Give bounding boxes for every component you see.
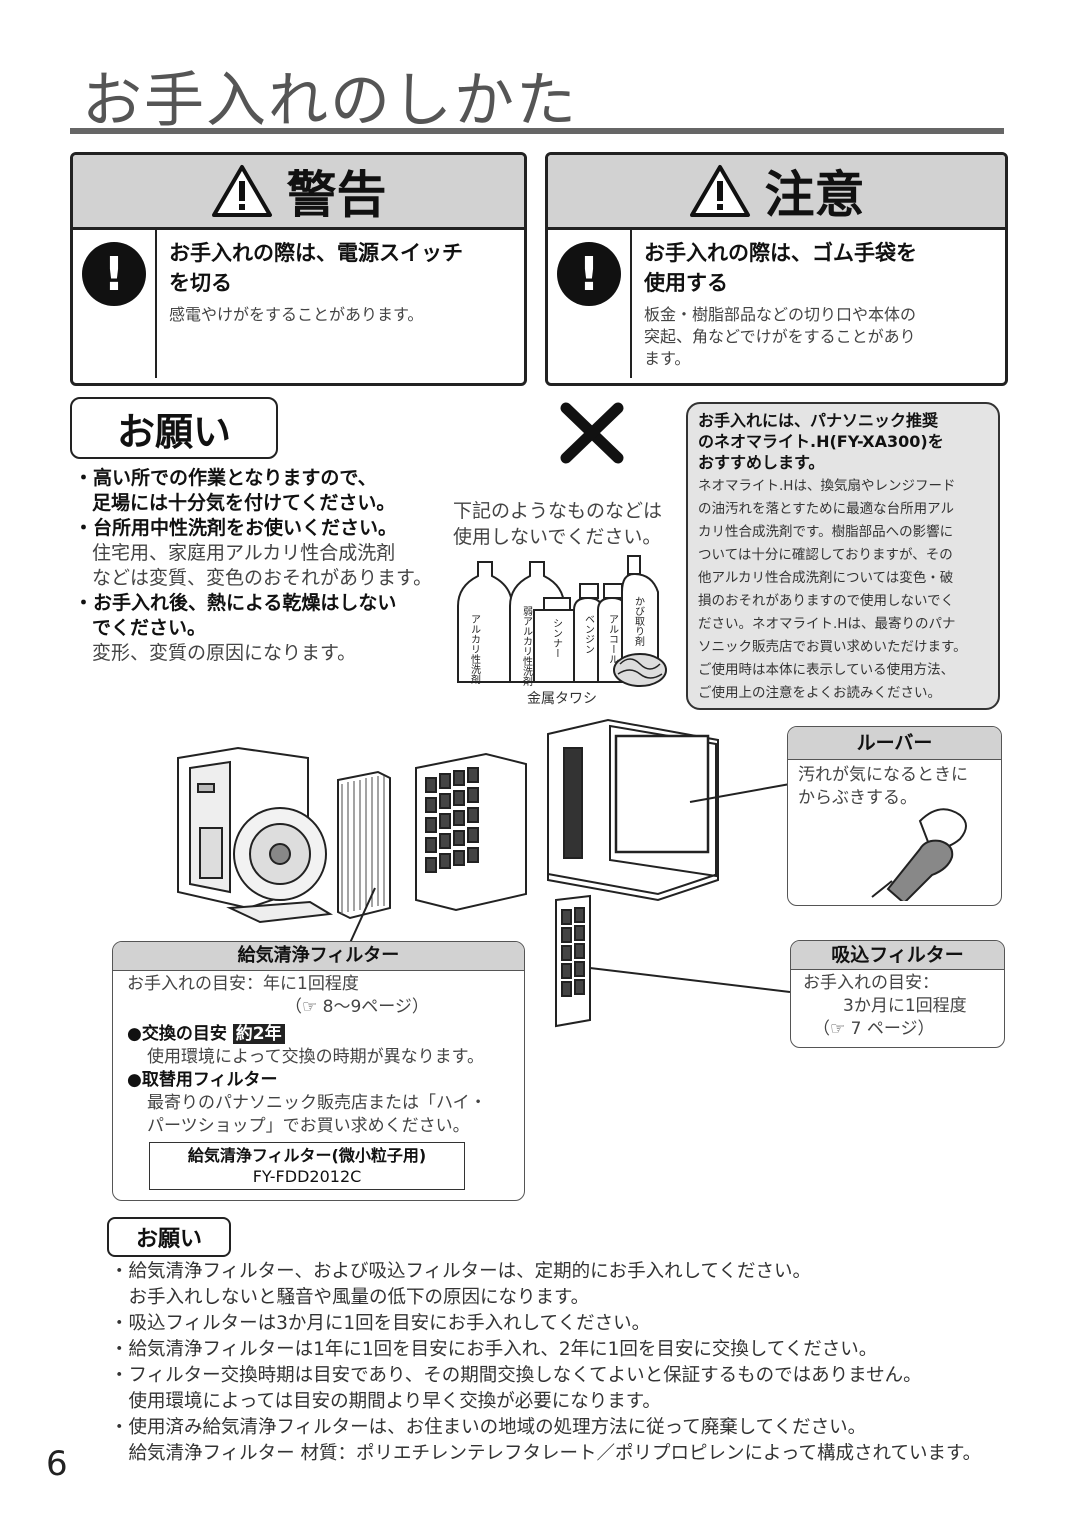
bottle-label-3: シンナー bbox=[551, 618, 562, 658]
request2-line-4: ・給気清浄フィルターは1年に1回を目安にお手入れ、2年に1回を目安に交換してくだ… bbox=[110, 1339, 878, 1360]
warning-header: 警告 bbox=[73, 155, 524, 230]
replace-value-badge: 約2年 bbox=[232, 1024, 285, 1044]
louver-callout: ルーバー 汚れが気になるときに からぶきする。 bbox=[787, 726, 1002, 906]
request-item-3-line3: 変形、変質の原因になります。 bbox=[92, 642, 357, 664]
bottle-label-6: かび取り剤 bbox=[633, 596, 645, 647]
request2-line-1: ・給気清浄フィルター、および吸込フィルターは、定期的にお手入れしてください。 bbox=[110, 1261, 811, 1282]
caution-heading-2: 使用する bbox=[644, 271, 728, 295]
caution-body-1: 板金・樹脂部品などの切り口や本体の bbox=[644, 305, 917, 324]
part-number: FY-FDD2012C bbox=[252, 1167, 362, 1186]
intake-guide-2: 3か月に1回程度 bbox=[843, 996, 967, 1016]
louver-title: ルーバー bbox=[788, 727, 1001, 760]
bottle-label-2: 弱アルカリ性洗剤 bbox=[521, 606, 533, 687]
request-item-2-line2: 住宅用、家庭用アルカリ性合成洗剤 bbox=[92, 542, 396, 564]
warning-triangle-icon bbox=[689, 165, 750, 217]
mandatory-icon: ! bbox=[557, 242, 621, 306]
warning-heading-1: お手入れの際は、電源スイッチ bbox=[169, 241, 463, 265]
warning-box: 警告 ! お手入れの際は、電源スイッチ を切る 感電やけがをすることがあります。 bbox=[70, 152, 527, 386]
intake-guide-3: （☞ 7 ページ） bbox=[813, 1019, 935, 1039]
request2-line-7: ・使用済み給気清浄フィルターは、お住まいの地域の処理方法に従って廃棄してください… bbox=[110, 1417, 867, 1438]
spare-text-1: 最寄りのパナソニック販売店または「ハイ・ bbox=[147, 1093, 487, 1113]
supply-guide-ref: （☞ 8〜9ページ） bbox=[285, 997, 429, 1017]
recommend-heading-2: のネオマライト.H(FY-XA300)を bbox=[698, 432, 944, 451]
recommend-body-3: カリ性合成洗剤です。樹脂部品への影響に bbox=[698, 524, 954, 540]
supply-guide: お手入れの目安：年に1回程度 bbox=[127, 974, 359, 994]
request-list: ・高い所での作業となりますので、 足場には十分気を付けてください。 ・台所用中性… bbox=[74, 466, 454, 666]
spare-text-2: パーツショップ」でお買い求めください。 bbox=[147, 1116, 470, 1136]
request2-line-5: ・フィルター交換時期は目安であり、その期間交換しなくてよいと保証するものではあり… bbox=[110, 1365, 922, 1386]
request2-line-8: 給気清浄フィルター 材質：ポリエチレンテレフタレート／ポリプロピレンによって構成… bbox=[110, 1443, 982, 1464]
caution-heading-1: お手入れの際は、ゴム手袋を bbox=[644, 241, 917, 265]
recommend-body-6: 損のおそれがありますので使用しないでく bbox=[698, 593, 955, 609]
recommend-heading-1: お手入れには、パナソニック推奨 bbox=[698, 411, 939, 430]
warning-body: 感電やけがをすることがあります。 bbox=[169, 305, 424, 324]
intake-filter-callout: 吸込フィルター お手入れの目安： 3か月に1回程度 （☞ 7 ページ） bbox=[790, 940, 1005, 1048]
recommend-body-8: ソニック販売店でお買い求めいただけます。 bbox=[698, 639, 967, 655]
request-label: お願い bbox=[70, 397, 278, 459]
caution-body-2: 突起、角などでけがをすることがあり bbox=[644, 327, 916, 346]
supply-filter-callout: 給気清浄フィルター お手入れの目安：年に1回程度 （☞ 8〜9ページ） ●交換の… bbox=[112, 941, 525, 1201]
recommend-body-2: の油汚れを落とすために最適な台所用アル bbox=[698, 501, 954, 517]
louver-text-2: からぶきする。 bbox=[798, 788, 917, 808]
request2-label: お願い bbox=[107, 1217, 231, 1257]
title-rule bbox=[70, 128, 1004, 134]
recommend-body-10: ご使用上の注意をよくお読みください。 bbox=[698, 685, 941, 701]
caution-body-3: ます。 bbox=[644, 349, 691, 368]
spare-label: ●取替用フィルター bbox=[127, 1070, 278, 1090]
warning-label: 警告 bbox=[286, 166, 387, 224]
request-item-3-line1: ・お手入れ後、熱による乾燥はしない bbox=[74, 592, 397, 614]
bottle-label-4: ベンジン bbox=[583, 614, 595, 654]
part-number-box: 給気清浄フィルター(微小粒子用) FY-FDD2012C bbox=[149, 1142, 465, 1190]
recommend-body-9: ご使用時は本体に表示している使用方法、 bbox=[698, 662, 955, 678]
recommend-body-4: ついては十分に確認しておりますが、その bbox=[698, 547, 953, 563]
scrubber-label: 金属タワシ bbox=[527, 691, 597, 707]
intake-filter-title: 吸込フィルター bbox=[791, 941, 1004, 970]
recommend-body-5: 他アルカリ性合成洗剤については変色・破 bbox=[698, 570, 954, 586]
intake-guide-1: お手入れの目安： bbox=[803, 973, 939, 993]
bottle-label-1: アルカリ性洗剤 bbox=[469, 614, 481, 685]
bottle-label-5: アルコール bbox=[607, 614, 619, 664]
request-item-1-line1: ・高い所での作業となりますので、 bbox=[74, 467, 377, 489]
prohibited-text-1: 下記のようなものなどは bbox=[453, 500, 663, 522]
page-title: お手入れのしかた bbox=[82, 66, 578, 136]
recommend-body-7: ださい。ネオマライト.Hは、最寄りのパナ bbox=[698, 616, 956, 632]
mandatory-icon: ! bbox=[82, 242, 146, 306]
request-item-2-line1: ・台所用中性洗剤をお使いください。 bbox=[74, 517, 398, 539]
caution-header: 注意 bbox=[548, 155, 1005, 230]
louver-text-1: 汚れが気になるときに bbox=[798, 765, 968, 785]
prohibited-x-icon bbox=[560, 402, 624, 464]
prohibited-cleaners-illustration: アルカリ性洗剤 弱アルカリ性洗剤 シンナー ベンジン アルコール かび取り剤 bbox=[457, 555, 667, 687]
supply-filter-title: 給気清浄フィルター bbox=[113, 942, 524, 971]
prohibited-text-2: 使用しないでください。 bbox=[453, 526, 662, 548]
ventilator-exploded-illustration bbox=[177, 718, 791, 1028]
replace-note: 使用環境によって交換の時期が異なります。 bbox=[147, 1047, 484, 1067]
warning-triangle-icon bbox=[211, 165, 272, 217]
request-item-3-line2: でください。 bbox=[92, 617, 207, 639]
page-number: 6 bbox=[46, 1444, 68, 1484]
request2-list: ・給気清浄フィルター、および吸込フィルターは、定期的にお手入れしてください。 お… bbox=[110, 1259, 981, 1467]
request-item-1-line2: 足場には十分気を付けてください。 bbox=[92, 492, 396, 514]
recommend-box: お手入れには、パナソニック推奨 のネオマライト.H(FY-XA300)を おすす… bbox=[686, 402, 1000, 710]
caution-label: 注意 bbox=[764, 166, 865, 224]
request2-line-6: 使用環境によっては目安の期間より早く交換が必要になります。 bbox=[110, 1391, 661, 1412]
caution-box: 注意 ! お手入れの際は、ゴム手袋を 使用する 板金・樹脂部品などの切り口や本体… bbox=[545, 152, 1008, 386]
part-name: 給気清浄フィルター(微小粒子用) bbox=[187, 1146, 427, 1165]
request2-line-2: お手入れしないと騒音や風量の低下の原因になります。 bbox=[110, 1287, 590, 1308]
replace-label: ●交換の目安 bbox=[127, 1024, 227, 1044]
recommend-body-1: ネオマライト.Hは、換気扇やレンジフード bbox=[698, 478, 956, 494]
wiping-hand-icon bbox=[871, 808, 967, 901]
request-item-2-line3: などは変質、変色のおそれがあります。 bbox=[92, 567, 433, 589]
recommend-heading-3: おすすめします。 bbox=[698, 453, 825, 472]
request2-line-3: ・吸込フィルターは3か月に1回を目安にお手入れしてください。 bbox=[110, 1313, 651, 1334]
warning-heading-2: を切る bbox=[169, 271, 232, 295]
